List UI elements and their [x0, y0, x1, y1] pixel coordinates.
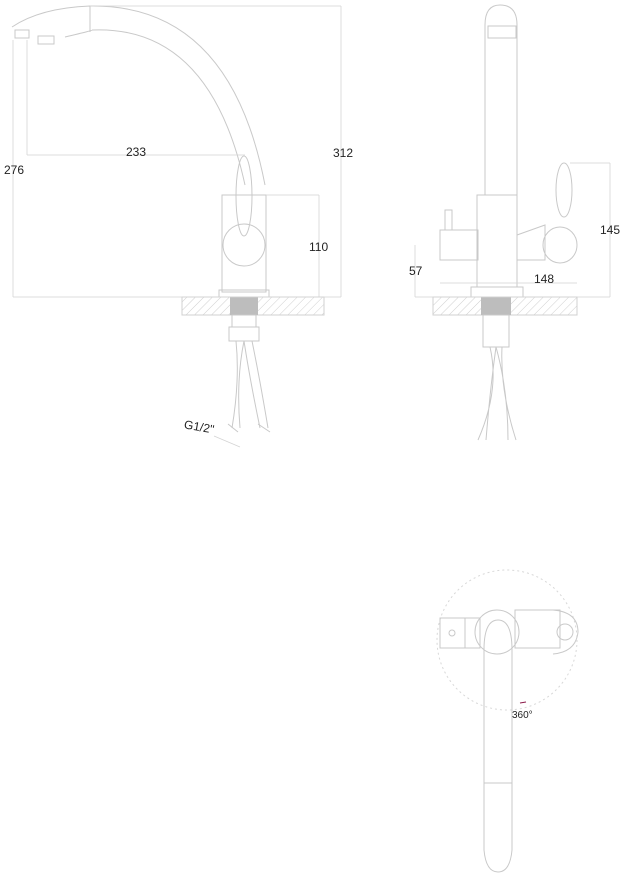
lever-base: [222, 223, 266, 267]
width-dimension: 148: [534, 272, 555, 286]
body-front: [476, 194, 518, 288]
lever: [235, 155, 253, 237]
left-valve: [439, 229, 479, 261]
thread: [230, 297, 258, 315]
body: [221, 194, 267, 293]
front-view: [414, 4, 611, 441]
rotation-mark: [519, 701, 527, 704]
reach-dimension: 233: [126, 145, 147, 159]
spout-top: [483, 619, 513, 873]
side-height-dimension: 57: [409, 264, 423, 278]
rotation-label: 360°: [512, 710, 533, 721]
body-height-dimension: 110: [309, 240, 329, 254]
spout-front: [484, 4, 518, 195]
side-view: [11, 5, 342, 448]
top-view: [436, 569, 579, 873]
handle-front: [555, 162, 573, 218]
aerator: [14, 29, 30, 39]
hoses: [231, 340, 269, 429]
total-height-dimension: 312: [333, 146, 354, 160]
handle-height-dimension: 145: [600, 223, 621, 237]
right-valve: [516, 224, 546, 261]
spout: [11, 5, 266, 186]
rotation-circle: [436, 569, 578, 711]
spout-height-dimension: 276: [4, 163, 25, 177]
